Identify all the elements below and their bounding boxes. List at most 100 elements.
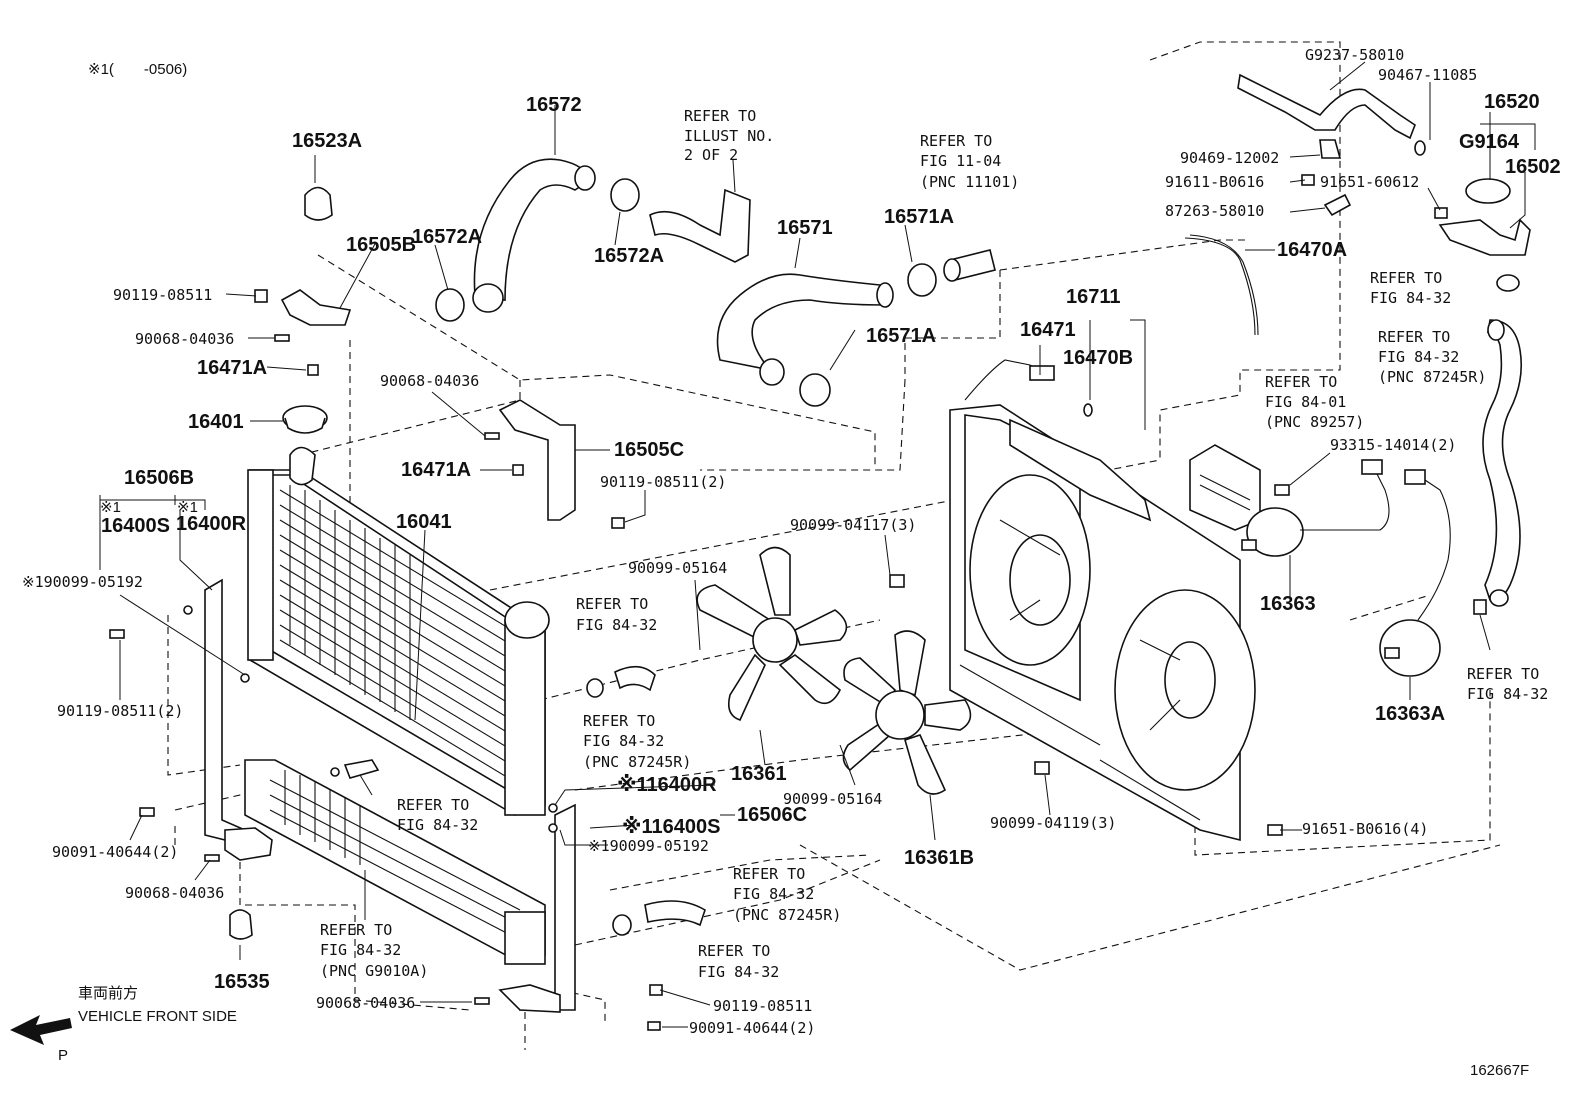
label-87263: 87263-58010 [1165, 202, 1264, 220]
label-16400r-2: ※116400R [617, 774, 717, 796]
label-16471: 16471 [1020, 319, 1076, 341]
label-16571a-1: 16571A [884, 206, 954, 228]
lower-radiator-section [244, 759, 546, 965]
ref-fig8432-pnc-b-3: (PNC 87245R) [583, 753, 691, 771]
label-90068-c: 90068-04036 [125, 884, 224, 902]
label-16363: 16363 [1260, 593, 1316, 615]
fan-16361 [696, 546, 848, 721]
ref-fig8432-pnc-c-1: REFER TO [733, 865, 805, 883]
shroud-harness [964, 234, 1259, 417]
ref-fig1104-3: (PNC 11101) [920, 173, 1019, 191]
ref-fig1104-1: REFER TO [920, 132, 992, 150]
ref-fig8432-pnc-a-2: FIG 84-32 [1378, 348, 1459, 366]
ref-fig8432-pnc-g-3: (PNC G9010A) [320, 962, 428, 980]
ref-fig8432-e-2: FIG 84-32 [698, 963, 779, 981]
label-16471a-1: 16471A [197, 357, 267, 379]
label-90091-b: 90091-40644(2) [689, 1019, 815, 1037]
label-16400r: 16400R [176, 513, 247, 535]
label-16506c: 16506C [737, 804, 807, 826]
label-16505b: 16505B [346, 234, 416, 256]
overflow-hose [1237, 73, 1426, 217]
ref-fig8432-c-2: FIG 84-32 [576, 616, 657, 634]
small-bolts [109, 174, 1448, 1031]
ref-illust-1: REFER TO [684, 107, 756, 125]
ref-fig8432-c-1: REFER TO [576, 595, 648, 613]
label-93315: 93315-14014(2) [1330, 436, 1456, 454]
ref-fig1104-2: FIG 11-04 [920, 152, 1001, 170]
label-16571a-2: 16571A [866, 325, 936, 347]
radiator-cap [282, 405, 328, 434]
label-91611: 91611-B0616 [1165, 173, 1264, 191]
label-16535: 16535 [214, 971, 270, 993]
ref-fig8432-pnc-a-1: REFER TO [1378, 328, 1450, 346]
motor-16363 [1241, 459, 1390, 557]
label-16711: 16711 [1066, 286, 1121, 308]
motor-16363A [1379, 469, 1451, 677]
label-90119-b: 90119-08511(2) [600, 473, 726, 491]
label-90119-a: 90119-08511 [113, 286, 212, 304]
label-16571: 16571 [777, 217, 833, 239]
label-90119-c: 90119-08511(2) [57, 702, 183, 720]
label-g9164: G9164 [1459, 131, 1520, 153]
label-90099-05164-b: 90099-05164 [783, 790, 882, 808]
side-brackets [183, 578, 576, 1011]
label-16400s: 16400S [101, 515, 170, 537]
ref-fig8432-pnc-c-3: (PNC 87245R) [733, 906, 841, 924]
label-90068-a: 90068-04036 [135, 330, 234, 348]
ref-fig8401-2: FIG 84-01 [1265, 393, 1346, 411]
label-16361b: 16361B [904, 847, 974, 869]
bracket-16505B [280, 289, 352, 326]
middle-hoses [586, 665, 706, 936]
label-16401: 16401 [188, 411, 244, 433]
ref-fig8432-pnc-g-1: REFER TO [320, 921, 392, 939]
label-91651-b0616: 91651-B0616(4) [1302, 820, 1428, 838]
label-16502: 16502 [1505, 156, 1561, 178]
label-16400s-2: ※116400S [622, 816, 720, 838]
label-90119-d: 90119-08511 [713, 997, 812, 1015]
label-90099-05192-b: ※190099-05192 [588, 837, 709, 855]
ref-fig8432-pnc-g-2: FIG 84-32 [320, 941, 401, 959]
mount-cushion-16535 [229, 909, 253, 940]
label-90099-04117: 90099-04117(3) [790, 516, 916, 534]
label-16470b: 16470B [1063, 347, 1133, 369]
label-90099-05164-a: 90099-05164 [628, 559, 727, 577]
label-16572a-1: 16572A [412, 226, 482, 248]
water-outlet-pipe [649, 188, 751, 263]
label-90099-04119: 90099-04119(3) [990, 814, 1116, 832]
label-90469: 90469-12002 [1180, 149, 1279, 167]
mark1-a: ※1 [100, 499, 121, 516]
ref-fig8432-a-2: FIG 84-32 [1370, 289, 1451, 307]
ref-fig8432-pnc-b-1: REFER TO [583, 712, 655, 730]
label-16572: 16572 [526, 94, 582, 116]
ref-fig8401-1: REFER TO [1265, 373, 1337, 391]
fan-16361B [842, 630, 972, 795]
bracket-16505C [498, 399, 576, 521]
fan-controller [1189, 444, 1261, 531]
label-90099-05192-a: ※190099-05192 [22, 573, 143, 591]
upper-hose-16572 [472, 158, 596, 313]
ref-fig8432-pnc-a-3: (PNC 87245R) [1378, 368, 1486, 386]
label-91651-60612: 91651-60612 [1320, 173, 1419, 191]
ref-fig8432-pnc-c-2: FIG 84-32 [733, 885, 814, 903]
label-16471a-2: 16471A [401, 459, 471, 481]
mount-cushion-16523A [304, 186, 333, 221]
front-direction-arrow [10, 1015, 72, 1045]
label-16363a: 16363A [1375, 703, 1445, 725]
ref-illust-3: 2 OF 2 [684, 146, 738, 164]
ref-fig8401-3: (PNC 89257) [1265, 413, 1364, 431]
reservoir-cap [1438, 178, 1531, 256]
direction-mark: P [58, 1047, 68, 1064]
direction-jp: 車両前方 [78, 985, 138, 1002]
label-90467: 90467-11085 [1378, 66, 1477, 84]
label-16505c: 16505C [614, 439, 684, 461]
ref-fig8432-b-2: FIG 84-32 [1467, 685, 1548, 703]
label-90068-b: 90068-04036 [380, 372, 479, 390]
drain-plug [330, 759, 380, 779]
ref-fig8432-d-2: FIG 84-32 [397, 816, 478, 834]
label-16523a: 16523A [292, 130, 362, 152]
label-16572a-2: 16572A [594, 245, 664, 267]
ref-fig8432-d-1: REFER TO [397, 796, 469, 814]
label-g9237: G9237-58010 [1305, 46, 1404, 64]
direction-en: VEHICLE FRONT SIDE [78, 1008, 237, 1025]
lower-bracket [224, 827, 561, 1013]
